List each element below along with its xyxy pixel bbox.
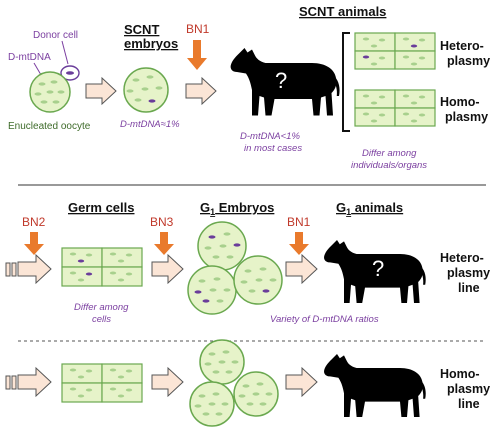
scnt-animal-ratio-line1: D-mtDNA<1% [240,131,300,142]
homo-cow-icon [324,354,426,417]
scnt-cow-question: ? [275,68,287,93]
homo-germ-cell-group [61,363,143,403]
g1-animals-title: G1 animals [336,200,403,217]
bn2-arrow [24,232,44,255]
bn3-label: BN3 [150,215,174,229]
donor-cell-pointer [61,40,69,65]
enucleated-oocyte-label: Enucleated oocyte [8,121,91,132]
g1-cow-question: ? [372,256,384,281]
scnt-embryo [123,67,169,113]
homoplasmy-line-label-2: plasmy [447,382,490,396]
d-mtdna-label: D-mtDNA [8,52,51,63]
donor-cell [60,65,80,81]
germ-cell-group [61,247,143,287]
arrow-to-g1-embryos [151,253,184,285]
germ-differ-line1: Differ among [74,302,129,313]
bn1-arrow-top [187,40,207,70]
homoplasmy-line-label-3: line [458,397,480,411]
lineage-stub-c [5,375,11,390]
scnt-animals-title: SCNT animals [299,4,386,19]
heteroplasmy-line-label-3: line [458,281,480,295]
homoplasmy-label-line2: plasmy [445,110,488,124]
variety-ratio-label: Variety of D-mtDNA ratios [270,314,379,325]
arrow-to-homo-animal [285,366,318,398]
arrow-to-homo-germ-cells [17,366,52,398]
scnt-embryos-title-line2: embryos [124,36,178,51]
donor-cell-label: Donor cell [33,30,78,41]
lineage-stub-a [5,262,11,277]
homoplasmy-label-line1: Homo- [440,95,480,109]
arrow-oocyte-to-embryo [85,76,117,106]
arrow-embryo-to-animal [185,76,217,106]
bn1-label-middle: BN1 [287,215,311,229]
heteroplasmy-label-line2: plasmy [447,54,490,68]
homoplasmy-cell-group [354,89,436,127]
heteroplasmy-cell-group [354,32,436,70]
g1-embryo-cluster [187,221,283,315]
heteroplasmy-line-label-1: Hetero- [440,251,484,265]
outcome-bracket [342,32,350,132]
bn2-label: BN2 [22,215,46,229]
germ-cells-title: Germ cells [68,200,135,215]
scnt-embryos-title-line1: SCNT [124,22,159,37]
homoplasmy-line-label-1: Homo- [440,367,480,381]
lineage-stub-d [11,375,17,390]
heteroplasmy-line-label-2: plasmy [447,266,490,280]
g1-embryos-title: G1 Embryos [200,200,274,217]
enucleated-oocyte [29,71,71,113]
bn1-label-top: BN1 [186,22,210,36]
homo-embryo-cluster [189,339,279,427]
bn1-arrow-middle [289,232,309,255]
heteroplasmy-label-line1: Hetero- [440,39,484,53]
arrow-to-g1-animals [285,253,318,285]
differ-individuals-line2: individuals/organs [351,160,427,171]
lineage-stub-b [11,262,17,277]
arrow-to-homo-embryos [151,366,184,398]
scnt-animal-ratio-line2: in most cases [244,143,302,154]
scnt-embryo-ratio: D-mtDNA≈1% [120,119,180,130]
differ-individuals-line1: Differ among [362,148,417,159]
arrow-to-germ-cells [17,253,52,285]
bn3-arrow [154,232,174,255]
germ-differ-line2: cells [92,314,111,325]
